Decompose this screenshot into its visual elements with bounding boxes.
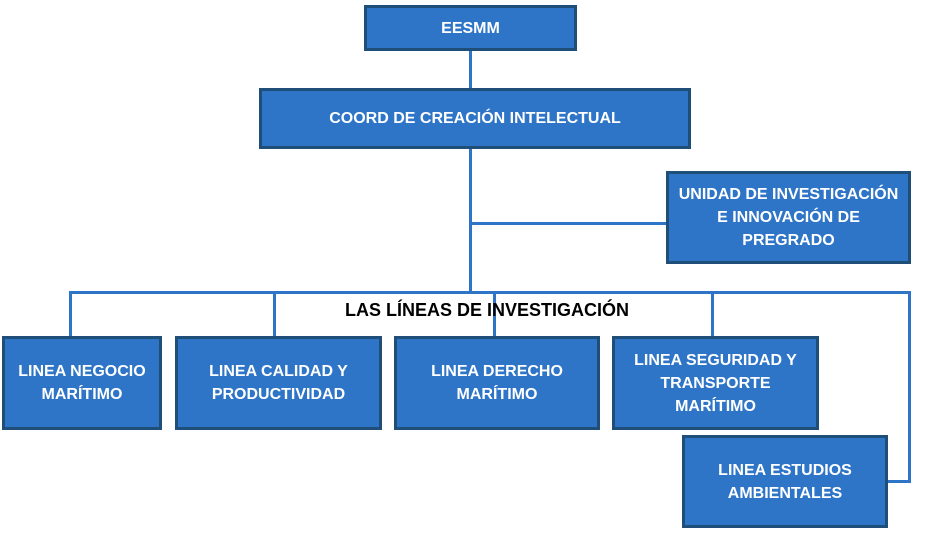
connector-coord-trunk: [469, 148, 472, 291]
connector-unit-branch: [471, 222, 668, 225]
node-linea-seguridad-transporte: LINEA SEGURIDAD Y TRANSPORTE MARÍTIMO: [612, 336, 819, 430]
connector-lines-horizontal: [69, 291, 911, 294]
node-linea-calidad-productividad: LINEA CALIDAD Y PRODUCTIVIDAD: [175, 336, 382, 430]
node-eesmm: EESMM: [364, 5, 577, 51]
connector-root-to-coord: [469, 49, 472, 89]
connector-line-3-drop: [493, 291, 496, 337]
connector-line-1-drop: [69, 291, 72, 337]
node-linea-derecho-maritimo: LINEA DERECHO MARÍTIMO: [394, 336, 600, 430]
connector-line-5-branch: [887, 480, 911, 483]
connector-right-vertical: [908, 291, 911, 483]
node-unidad-investigacion: UNIDAD DE INVESTIGACIÓN E INNOVACIÓN DE …: [666, 171, 911, 264]
node-linea-negocio-maritimo: LINEA NEGOCIO MARÍTIMO: [2, 336, 162, 430]
node-coord-creacion-intelectual: COORD DE CREACIÓN INTELECTUAL: [259, 88, 691, 149]
connector-line-4-drop: [711, 291, 714, 337]
node-linea-estudios-ambientales: LINEA ESTUDIOS AMBIENTALES: [682, 435, 888, 528]
lines-heading: LAS LÍNEAS DE INVESTIGACIÓN: [344, 300, 630, 320]
connector-line-2-drop: [273, 291, 276, 337]
